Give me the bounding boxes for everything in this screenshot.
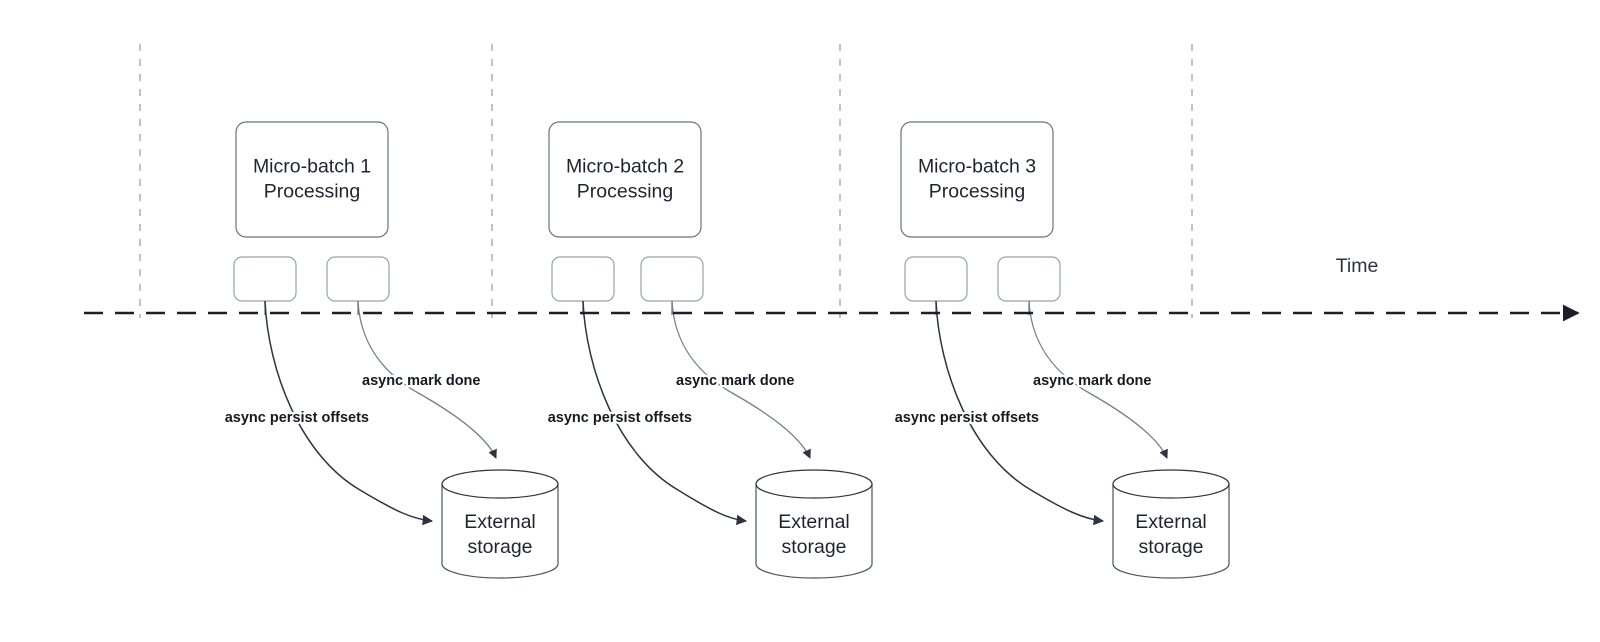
flow-edge-label-edge-mark-done-3: async mark done	[1033, 373, 1151, 389]
external-storage-cylinder-1[interactable]: External storage	[441, 469, 559, 579]
storage-label-line2: storage	[467, 536, 532, 558]
micro-batch-box-shape[interactable]	[548, 121, 702, 238]
task-box-shape[interactable]	[551, 256, 615, 302]
flow-edge-path	[264, 300, 434, 526]
batch-boundary-ticks	[139, 44, 1193, 318]
micro-batch-box-line1: Micro-batch 2	[566, 156, 684, 178]
micro-batch-box-line2: Processing	[929, 181, 1025, 203]
flow-edge-edge-persist-2	[582, 300, 748, 526]
flow-edge-path	[582, 300, 748, 526]
task-box-shape[interactable]	[233, 256, 297, 302]
external-storage-cylinder-3[interactable]: External storage	[1112, 469, 1230, 579]
storage-label-line2: storage	[781, 536, 846, 558]
flow-edge-edge-mark-done-1	[357, 300, 497, 459]
micro-batch-box-shape[interactable]	[900, 121, 1054, 238]
storage-label-line2: storage	[1138, 536, 1203, 558]
task-box-shape[interactable]	[326, 256, 390, 302]
storage-label-line1: External	[778, 511, 850, 533]
storage-label-line1: External	[464, 511, 536, 533]
flow-edge-label-edge-persist-1: async persist offsets	[225, 410, 369, 426]
flow-edge-path	[671, 300, 811, 459]
flow-edge-edge-mark-done-2	[671, 300, 811, 459]
flow-edge-path	[1028, 300, 1168, 459]
micro-batch-box-line2: Processing	[577, 181, 673, 203]
task-box-shape[interactable]	[640, 256, 704, 302]
micro-batch-box-line1: Micro-batch 1	[253, 156, 371, 178]
flow-edge-path	[357, 300, 497, 459]
cylinder-body[interactable]	[441, 483, 559, 579]
micro-batch-box-1[interactable]: Micro-batch 1 Processing	[235, 121, 389, 238]
flow-edge-label-edge-persist-2: async persist offsets	[548, 410, 692, 426]
micro-batch-box-3[interactable]: Micro-batch 3 Processing	[900, 121, 1054, 238]
cylinder-top-ellipse	[441, 469, 559, 499]
micro-batch-box-2[interactable]: Micro-batch 2 Processing	[548, 121, 702, 238]
time-axis-label: Time	[1336, 255, 1379, 277]
cylinder-top-ellipse	[755, 469, 873, 499]
cylinder-body[interactable]	[755, 483, 873, 579]
micro-batch-box-line1: Micro-batch 3	[918, 156, 1036, 178]
micro-batch-box-line2: Processing	[264, 181, 360, 203]
task-box-shape[interactable]	[904, 256, 968, 302]
cylinder-top-ellipse	[1112, 469, 1230, 499]
micro-batch-box-shape[interactable]	[235, 121, 389, 238]
cylinder-body[interactable]	[1112, 483, 1230, 579]
external-storage-cylinder-2[interactable]: External storage	[755, 469, 873, 579]
flow-edge-edge-persist-1	[264, 300, 434, 526]
flow-edge-edge-persist-3	[935, 300, 1105, 526]
flow-edge-edge-mark-done-3	[1028, 300, 1168, 459]
task-box-shape[interactable]	[997, 256, 1061, 302]
flow-edge-label-edge-mark-done-1: async mark done	[362, 373, 480, 389]
time-axis: Time	[84, 255, 1580, 322]
storage-label-line1: External	[1135, 511, 1207, 533]
flow-edge-label-edge-mark-done-2: async mark done	[676, 373, 794, 389]
flow-edge-path	[935, 300, 1105, 526]
flow-edge-label-edge-persist-3: async persist offsets	[895, 410, 1039, 426]
